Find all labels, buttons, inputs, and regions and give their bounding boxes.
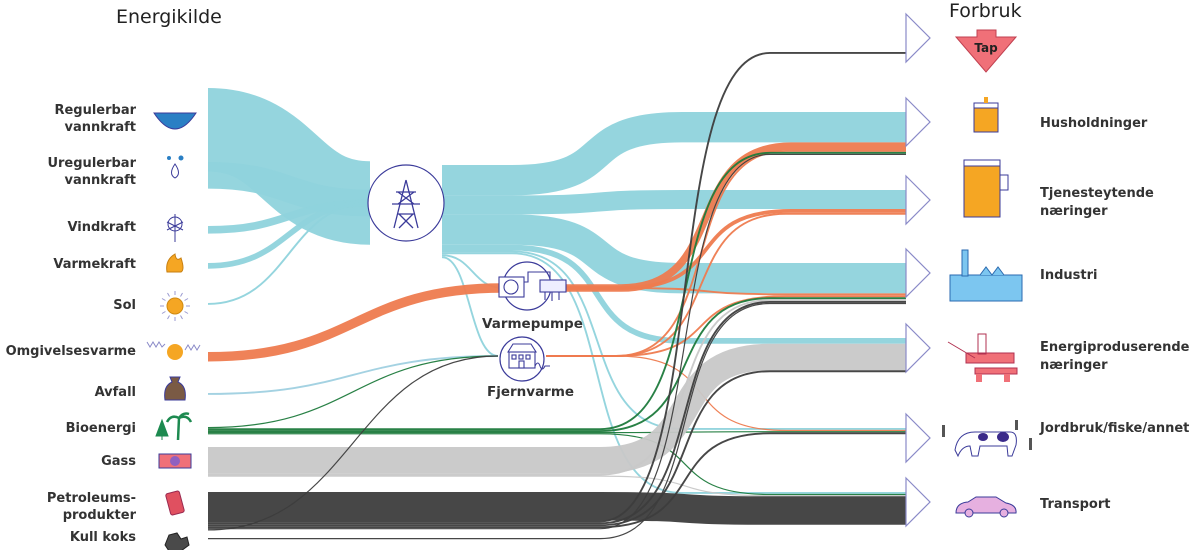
car-icon <box>955 496 1017 518</box>
power-pylon-icon <box>392 179 420 229</box>
waste-bag-icon <box>164 376 186 401</box>
flow-hp-to-ind <box>551 287 906 296</box>
flow-bio-to-dh <box>207 355 499 429</box>
source-label-omgivelsesvarme: Omgivelsesvarme <box>5 344 136 359</box>
hub-heat-pump <box>498 261 567 311</box>
source-label-gass: Gass <box>101 454 136 469</box>
sources-heading: Energikilde <box>116 6 222 28</box>
consumer-label-tjenesteytende: Tjenesteytende næringer <box>1040 186 1154 219</box>
flow-omg-to-hp <box>207 283 504 362</box>
flow-petro-to-trans <box>208 492 906 525</box>
flow-petro-to-energi <box>208 370 906 527</box>
oil-platform-icon <box>947 333 1018 382</box>
water-drops-icon <box>167 155 184 179</box>
flow-dh-to-tjen <box>546 212 906 357</box>
consumers-heading: Forbruk <box>949 0 1022 22</box>
consumer-label-energiproduserende: Energiproduserende næringer <box>1040 340 1190 373</box>
cow-icon <box>942 420 1032 458</box>
source-label-bioenergi: Bioenergi <box>65 421 136 436</box>
flow-petro-to-tap <box>208 52 906 523</box>
consumer-arrow-hus <box>905 96 931 148</box>
flow-gass-to-trans <box>208 475 906 497</box>
flow-gass-to-ind <box>208 299 906 476</box>
consumer-arrow-jord <box>905 412 931 464</box>
source-icons <box>146 112 201 550</box>
source-label-sol: Sol <box>113 298 136 313</box>
flow-grid-to-ind <box>442 214 906 294</box>
flow-kull-to-ind <box>208 302 906 540</box>
source-label-regulerbar-vannkraft: Regulerbar vannkraft <box>54 103 136 135</box>
coal-icon <box>164 532 190 550</box>
factory-icon <box>949 249 1023 302</box>
consumer-label-industri: Industri <box>1040 268 1098 283</box>
flow-grid-to-trans <box>442 252 906 494</box>
source-label-varmekraft: Varmekraft <box>53 257 136 272</box>
flow-grid-to-hus <box>442 112 906 196</box>
flow-gass-to-energi <box>208 343 906 474</box>
flow-bio-to-trans <box>208 433 906 496</box>
office-building-icon <box>963 159 1009 218</box>
consumer-arrow-ind <box>905 247 931 299</box>
gas-pipe-icon <box>158 453 192 469</box>
consumer-arrow-energi <box>905 322 931 374</box>
source-label-vindkraft: Vindkraft <box>67 220 136 235</box>
source-label-kull-koks: Kull koks <box>69 530 136 545</box>
hub-label-fjernvarme: Fjernvarme <box>487 384 575 400</box>
flow-grid-to-energi <box>442 244 906 344</box>
flow-hp-to-tjen <box>551 209 906 290</box>
district-heating-icon <box>507 343 550 370</box>
consumer-arrow-tap <box>905 12 931 64</box>
water-basin-icon <box>153 112 197 130</box>
flame-icon <box>166 253 184 273</box>
flow-sol-to-grid <box>207 202 371 305</box>
hub-grid <box>367 164 445 242</box>
ambient-heat-icon <box>146 341 201 360</box>
consumer-arrows <box>905 12 931 528</box>
consumer-label-transport: Transport <box>1040 497 1111 512</box>
flow-grid-to-jord <box>442 250 906 430</box>
loss-arrow-icon: Tap <box>954 29 1018 73</box>
wind-turbine-icon <box>166 214 184 242</box>
flow-petro-to-hus <box>208 153 906 530</box>
flow-varmekraft-to-grid <box>207 200 371 269</box>
flow-grid-to-dh <box>441 256 499 357</box>
flow-petro-to-jord <box>208 432 906 529</box>
hub-label-varmepumpe: Varmepumpe <box>482 316 583 332</box>
source-label-uregulerbar-vannkraft: Uregulerbar vannkraft <box>47 156 136 188</box>
heat-pump-icon <box>498 271 567 301</box>
consumer-icons: Tap <box>942 29 1032 518</box>
flow-bio-to-ind <box>208 297 906 432</box>
consumer-arrow-tjen <box>905 174 931 226</box>
consumer-arrow-trans <box>905 476 931 528</box>
flow-grid-to-tjen <box>442 190 906 215</box>
trees-icon <box>155 412 193 441</box>
oil-barrel-icon <box>165 490 185 516</box>
flow-petro-to-ind <box>208 301 906 525</box>
hub-district-heating <box>499 336 550 382</box>
flow-petro-to-dh <box>207 355 499 531</box>
consumer-label-jordbruk: Jordbruk/fiske/annet <box>1040 421 1190 436</box>
tap-badge-label: Tap <box>974 41 998 55</box>
source-label-petroleumsprodukter: Petroleums- produkter <box>46 491 136 523</box>
source-label-avfall: Avfall <box>94 385 136 400</box>
sun-icon <box>160 291 190 321</box>
house-icon <box>973 97 999 133</box>
flow-avfall-to-dh <box>207 355 499 395</box>
flows-layer <box>205 52 906 540</box>
consumer-label-husholdninger: Husholdninger <box>1040 116 1148 131</box>
